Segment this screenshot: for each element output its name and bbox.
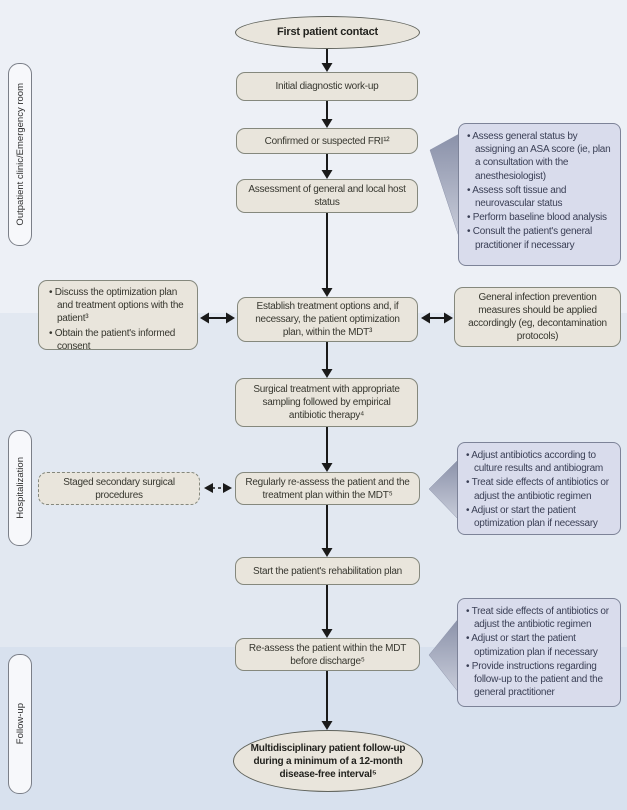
- flow-step-diagnostic: Initial diagnostic work-up: [236, 72, 418, 101]
- flow-step-discharge-reassessment: Re-assess the patient within the MDT bef…: [235, 638, 420, 671]
- sidebar-section-outpatient: Outpatient clinic/Emergency room: [8, 63, 32, 246]
- list-item: Treat side effects of antibiotics or adj…: [464, 605, 615, 631]
- flow-step-surgical-treatment: Surgical treatment with appropriate samp…: [235, 378, 418, 427]
- sidebar-section-hospitalization: Hospitalization: [8, 430, 32, 546]
- consent-side-box: Discuss the optimization plan and treatm…: [38, 280, 198, 353]
- list-item: Obtain the patient's informed consent: [47, 327, 191, 353]
- flow-step-rehabilitation: Start the patient's rehabilitation plan: [235, 557, 420, 585]
- list-item: Adjust antibiotics according to culture …: [464, 449, 615, 475]
- callout-host-assessment: Assess general status by assigning an AS…: [458, 123, 621, 266]
- flow-step-regular-reassessment: Regularly re-assess the patient and the …: [235, 472, 420, 505]
- flow-end-ellipse: Multidisciplinary patient follow-up duri…: [233, 730, 423, 792]
- infection-prevention-box: General infection prevention measures sh…: [454, 287, 621, 347]
- callout-antibiotic-adjustment: Adjust antibiotics according to culture …: [457, 442, 621, 535]
- list-item: Perform baseline blood analysis: [465, 211, 615, 224]
- list-item: Provide instructions regarding follow-up…: [464, 660, 615, 700]
- flow-step-host-assessment: Assessment of general and local host sta…: [236, 179, 418, 213]
- list-item: Treat side effects of antibiotics or adj…: [464, 476, 615, 502]
- sidebar-section-label: Outpatient clinic/Emergency room: [14, 83, 26, 226]
- list-item: Adjust or start the patient optimization…: [464, 632, 615, 658]
- list-item: Assess soft tissue and neurovascular sta…: [465, 184, 615, 210]
- sidebar-section-label: Follow-up: [14, 703, 26, 745]
- list-item: Discuss the optimization plan and treatm…: [47, 286, 191, 326]
- list-item: Adjust or start the patient optimization…: [464, 504, 615, 530]
- sidebar-section-followup: Follow-up: [8, 654, 32, 794]
- flow-start-ellipse: First patient contact: [235, 16, 420, 49]
- callout-discharge-instructions: Treat side effects of antibiotics or adj…: [457, 598, 621, 707]
- list-item: Assess general status by assigning an AS…: [465, 130, 615, 183]
- staged-procedures-box: Staged secondary surgical procedures: [38, 472, 200, 505]
- flow-step-establish-treatment: Establish treatment options and, if nece…: [237, 297, 418, 342]
- sidebar-section-label: Hospitalization: [14, 457, 26, 519]
- flow-step-confirmed-fri: Confirmed or suspected FRI¹²: [236, 128, 418, 154]
- list-item: Consult the patient's general practition…: [465, 225, 615, 251]
